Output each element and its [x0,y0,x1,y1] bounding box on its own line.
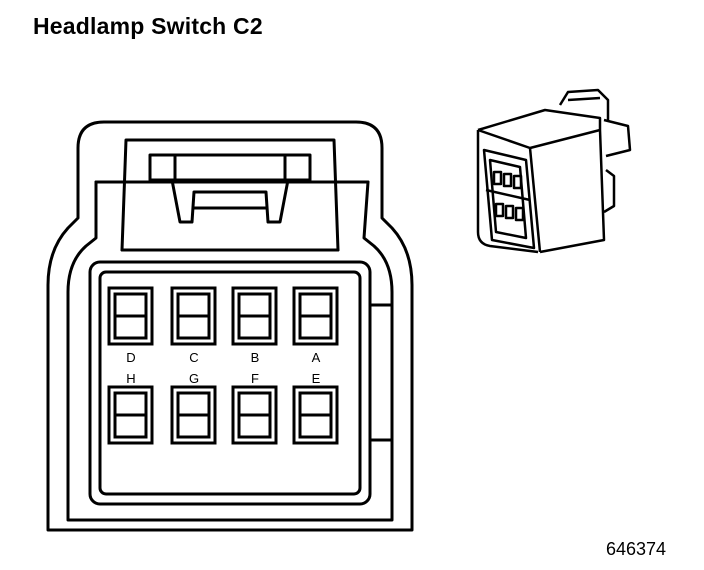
latch-arm [148,153,312,182]
connector-outer-shell [46,120,414,532]
pin-label-h: H [126,371,135,386]
pin-label-a: A [312,350,321,365]
pin-cavity-g [170,385,217,445]
pin-label-g: G [189,371,199,386]
pin-cavity-f [231,385,278,445]
pin-cavity-e [292,385,339,445]
pin-cavity-h [107,385,154,445]
diagram-title: Headlamp Switch C2 [33,13,263,39]
pin-label-d: D [126,350,135,365]
figure-id: 646374 [606,539,667,559]
pin-cavity-a [292,286,339,346]
terminal-cavity-block [88,260,372,506]
latch-outline [120,138,340,252]
connector-inner-shell [66,180,394,522]
pin-cavity-c [170,286,217,346]
pin-cavity-b [231,286,278,346]
pin-label-b: B [251,350,260,365]
connector-3d-view [476,88,632,254]
pin-label-f: F [251,371,259,386]
pin-label-c: C [189,350,198,365]
pin-cavity-d [107,286,154,346]
pin-label-e: E [312,371,321,386]
